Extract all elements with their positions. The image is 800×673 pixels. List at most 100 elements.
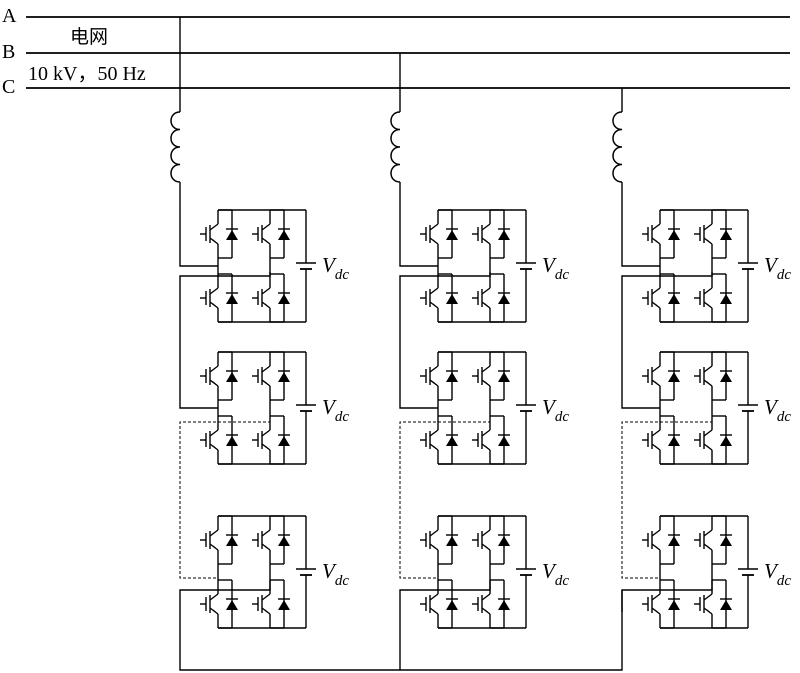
vdc-subscript: dc: [777, 267, 792, 283]
igbt-emitter-arrow: [485, 545, 490, 550]
vdc-label: Vdc: [764, 395, 791, 425]
diode-triangle: [498, 372, 510, 382]
igbt-collector-slant: [481, 223, 491, 231]
igbt-emitter-arrow: [485, 303, 490, 308]
diode-triangle: [668, 294, 680, 304]
output-link: [399, 580, 491, 612]
igbt-collector-slant: [261, 365, 271, 373]
inductor-coil: [390, 111, 401, 183]
diode-triangle: [720, 294, 732, 304]
igbt-collector-slant: [429, 593, 439, 601]
igbt-collector-slant: [261, 593, 271, 601]
vdc-symbol: V: [322, 253, 337, 277]
igbt-emitter-arrow: [265, 445, 270, 450]
vdc-label: Vdc: [764, 253, 791, 283]
h-bridge-module: Vdc: [420, 351, 569, 465]
h-bridge-module: Vdc: [420, 209, 569, 323]
h-bridge-module: Vdc: [200, 209, 349, 323]
igbt-collector-slant: [429, 287, 439, 295]
igbt-emitter-arrow: [707, 303, 712, 308]
h-bridge-module: Vdc: [642, 515, 791, 629]
diode-triangle: [226, 600, 238, 610]
igbt-collector-slant: [261, 429, 271, 437]
igbt-collector-slant: [209, 365, 219, 373]
h-bridge-module: Vdc: [642, 351, 791, 465]
vdc-label: Vdc: [542, 253, 569, 283]
igbt-collector-slant: [703, 287, 713, 295]
vdc-subscript: dc: [555, 573, 570, 589]
h-bridge-module: Vdc: [642, 209, 791, 323]
igbt-collector-slant: [651, 529, 661, 537]
phase-label-b: B: [2, 41, 15, 63]
diode-triangle: [226, 536, 238, 546]
igbt-emitter-arrow: [707, 239, 712, 244]
diode-triangle: [498, 294, 510, 304]
diode-triangle: [446, 372, 458, 382]
igbt-collector-slant: [481, 429, 491, 437]
igbt-collector-slant: [209, 287, 219, 295]
vdc-label: Vdc: [322, 395, 349, 425]
diode-triangle: [668, 230, 680, 240]
igbt-collector-slant: [429, 223, 439, 231]
igbt-collector-slant: [261, 287, 271, 295]
vdc-symbol: V: [764, 253, 779, 277]
diode-triangle: [446, 230, 458, 240]
phase-label-c: C: [2, 76, 15, 98]
igbt-emitter-arrow: [213, 445, 218, 450]
vdc-symbol: V: [764, 395, 779, 419]
igbt-collector-slant: [703, 223, 713, 231]
module-input-link: [179, 210, 218, 267]
igbt-collector-slant: [651, 365, 661, 373]
vdc-symbol: V: [322, 559, 337, 583]
diode-triangle: [446, 600, 458, 610]
igbt-collector-slant: [481, 593, 491, 601]
vdc-label: Vdc: [322, 559, 349, 589]
igbt-collector-slant: [429, 429, 439, 437]
cascade-link-1: [399, 272, 491, 409]
diode-triangle: [278, 230, 290, 240]
diode-triangle: [446, 294, 458, 304]
vdc-subscript: dc: [335, 573, 350, 589]
igbt-emitter-arrow: [655, 445, 660, 450]
three-phase-bus: A B C 电网 10 kV，50 Hz: [2, 5, 790, 98]
igbt-collector-slant: [703, 529, 713, 537]
igbt-collector-slant: [209, 223, 219, 231]
module-input-link: [621, 210, 660, 267]
cascade-link-1: [621, 272, 713, 409]
igbt-emitter-arrow: [655, 303, 660, 308]
igbt-emitter-arrow: [433, 445, 438, 450]
igbt-collector-slant: [651, 593, 661, 601]
igbt-collector-slant: [209, 529, 219, 537]
diode-triangle: [226, 436, 238, 446]
igbt-emitter-arrow: [707, 381, 712, 386]
vdc-symbol: V: [542, 559, 557, 583]
igbt-emitter-arrow: [655, 609, 660, 614]
igbt-collector-slant: [429, 365, 439, 373]
igbt-emitter-arrow: [655, 381, 660, 386]
cascade-link-dashed: [399, 416, 491, 579]
diode-triangle: [720, 230, 732, 240]
diode-triangle: [720, 536, 732, 546]
cascade-link-dashed: [179, 416, 271, 579]
h-bridge-module: Vdc: [420, 515, 570, 629]
vdc-label: Vdc: [764, 559, 791, 589]
vdc-symbol: V: [542, 395, 557, 419]
cascade-link-1: [179, 272, 271, 409]
igbt-emitter-arrow: [213, 381, 218, 386]
igbt-emitter-arrow: [655, 545, 660, 550]
diode-triangle: [226, 230, 238, 240]
diode-triangle: [226, 372, 238, 382]
igbt-collector-slant: [209, 429, 219, 437]
h-bridge-module: Vdc: [200, 351, 349, 465]
vdc-symbol: V: [542, 253, 557, 277]
grid-rating: 10 kV，50 Hz: [28, 63, 146, 85]
igbt-collector-slant: [703, 365, 713, 373]
igbt-emitter-arrow: [707, 545, 712, 550]
igbt-emitter-arrow: [213, 303, 218, 308]
diode-triangle: [226, 294, 238, 304]
igbt-collector-slant: [651, 429, 661, 437]
